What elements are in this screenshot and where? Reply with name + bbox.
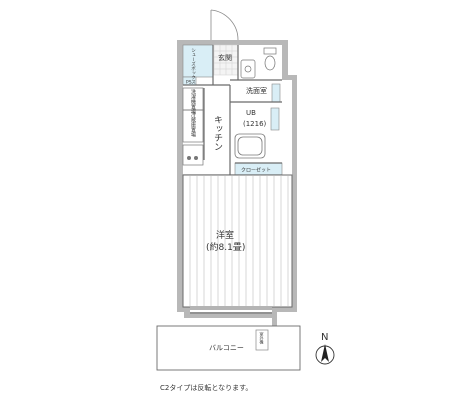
kitchen-label: キッチン — [212, 115, 223, 151]
western-room-size-label: (約8.1畳) — [206, 241, 245, 253]
entrance-floor — [213, 44, 239, 76]
washroom-label: 洗面室 — [246, 86, 267, 95]
shoe-closet-label: シューズボックス — [191, 48, 196, 84]
western-room-floor — [182, 174, 293, 308]
ps-label: PS — [186, 80, 192, 86]
shoe-closet — [182, 44, 214, 78]
outdoor-unit-label: 室外機 — [260, 331, 265, 345]
laundry-space-label: 洗濯機置場 — [190, 88, 196, 115]
footnote: C2タイプは反転となります。 — [160, 383, 252, 392]
floor-boards — [189, 176, 289, 306]
balcony — [156, 325, 301, 371]
outdoor-unit-box — [255, 329, 269, 351]
stove-icon — [187, 156, 198, 160]
kitchen-counter — [182, 87, 204, 166]
entrance-label: 玄関 — [218, 53, 232, 62]
sink-icon — [240, 59, 256, 79]
western-room-name-label: 洋室 — [216, 229, 234, 241]
balcony-window — [190, 308, 272, 314]
fridge-space-label: 冷蔵庫置場 — [190, 111, 196, 138]
balcony-label: バルコニー — [209, 344, 244, 352]
unit-bath-size-label: (1216) — [243, 120, 267, 128]
bathtub-icon — [234, 133, 266, 159]
closet-label: クローゼット — [241, 167, 271, 174]
toilet-icon — [263, 47, 277, 71]
exterior-walls — [177, 40, 297, 347]
north-arrow-icon: N — [315, 332, 335, 365]
wash-basin-icon — [271, 83, 281, 103]
compass-label: N — [321, 332, 328, 343]
bath-panel-icon — [270, 107, 280, 131]
entrance-door — [210, 9, 239, 41]
unit-bath-name-label: UB — [246, 109, 256, 117]
